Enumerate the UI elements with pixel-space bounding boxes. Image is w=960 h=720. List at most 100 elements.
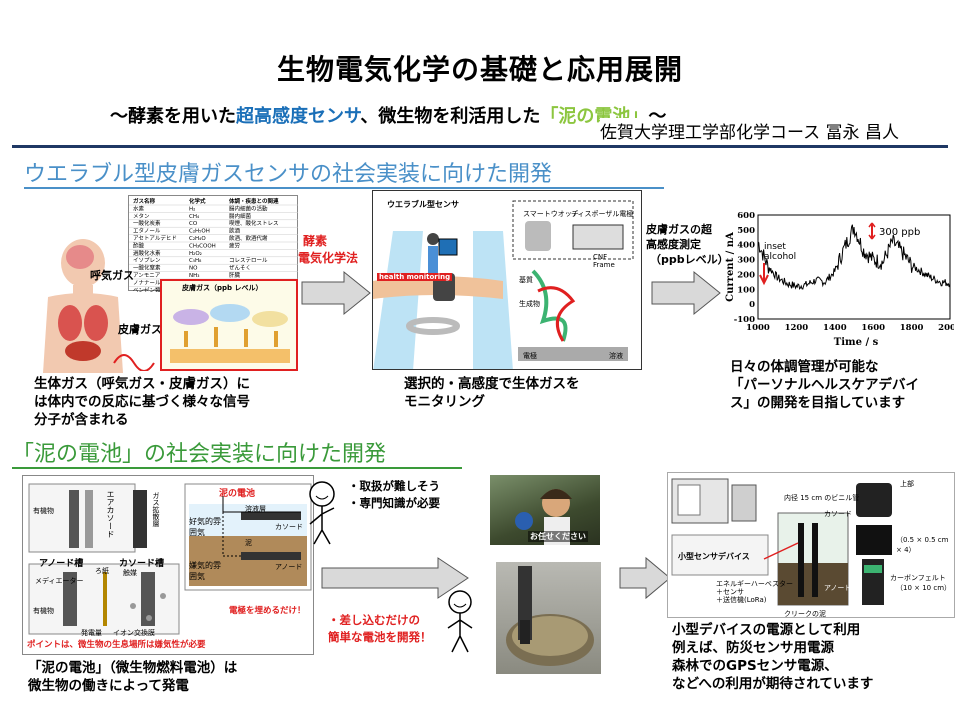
- gas-table-cell: 過酸化水素: [133, 249, 161, 257]
- section2-caption-left: 「泥の電池」（微生物燃料電池）は 微生物の働きによって発電: [28, 659, 318, 695]
- flow-arrow-right-icon: [321, 557, 469, 599]
- subtitle-pre: ～酵素を用いた: [110, 106, 236, 127]
- anode-device-label: アノード: [824, 584, 852, 592]
- wearable-title: ウエラブル型センサ: [387, 200, 459, 209]
- gas-table-cell: ぜんそく: [229, 265, 251, 272]
- solution-layer-label: 溶液層: [245, 505, 266, 513]
- bury-electrode-label: 電極を埋めるだけ！: [229, 606, 306, 616]
- measurement-label: 皮膚ガスの超 高感度測定 （ppbレベル）: [646, 222, 729, 267]
- gas-table-cell: 一酸化窒素: [133, 264, 161, 272]
- mud-battery-figure: エアカソード ガス拡散層 有機物 アノード槽 カソード槽 メディエーター ろ紙 …: [22, 475, 314, 655]
- disposable-electrode-label: ディスポーザル電極: [571, 210, 634, 218]
- anode-tank-label: アノード槽: [39, 559, 84, 569]
- author-label: 佐賀大学理工学部化学コース 冨永 昌人: [600, 118, 899, 143]
- caption-line: 「パーソナルヘルスケアデバイ: [730, 377, 919, 393]
- gas-table-cell: 飲酒、飲酒代謝: [229, 234, 268, 242]
- tv-caption: お任せください: [528, 531, 588, 542]
- gas-table-cell: H₂O₂: [189, 251, 202, 257]
- health-monitoring-label: health monitoring: [377, 273, 453, 281]
- substrate-label: 基質: [519, 276, 533, 284]
- gas-table-cell: メタン: [133, 212, 150, 220]
- cnf-label: CNF: [593, 253, 608, 261]
- cathode-label: カソード: [275, 523, 303, 531]
- caption-line: モニタリング: [404, 394, 485, 410]
- wearable-illustration: [373, 200, 634, 369]
- current-time-chart: 100012001400160018002000-100010020030040…: [725, 211, 954, 347]
- human-body-illustration: [43, 239, 123, 373]
- alcohol-arrow-icon: [759, 263, 769, 286]
- gas-table-cell: 体調・疾患との関連: [229, 197, 279, 205]
- gas-table-cell: 喫煙、酸化ストレス: [229, 219, 279, 227]
- filter-label: ろ紙: [95, 567, 109, 575]
- solution-label: 溶液: [609, 352, 623, 360]
- organic-label-top: 有機物: [33, 507, 54, 515]
- air-cathode-label: エアカソード: [106, 490, 115, 538]
- chart-ytick-label: 400: [737, 241, 755, 251]
- chart-ytick-label: 200: [737, 270, 755, 280]
- bottle-label: 内径 15 cm のビニル管: [784, 494, 860, 502]
- caption-line: ス」の開発を目指しています: [730, 395, 906, 411]
- electrochem-method-label: 電気化学法: [298, 251, 359, 265]
- chart-ytick-label: -100: [734, 315, 755, 325]
- caption-line: 「泥の電池」（微生物燃料電池）は: [28, 660, 238, 676]
- top-part-label: 上部: [900, 480, 914, 488]
- cathode-tank-label: カソード槽: [119, 559, 165, 569]
- gas-table-cell: CH₄: [189, 214, 200, 220]
- chart-xtick-label: 2000: [938, 323, 954, 333]
- small-device-label: 小型センサデバイス: [678, 552, 750, 561]
- chart-annotation-inset: inset: [764, 242, 786, 252]
- gas-table-cell: 一酸化炭素: [133, 219, 161, 227]
- skin-gas-ppb-label: 皮膚ガス（ppb レベル）: [182, 284, 263, 292]
- mud-battery-label: 泥の電池: [219, 489, 256, 499]
- header-divider: [12, 145, 948, 148]
- gas-table-cell: ノナナール: [133, 279, 161, 286]
- measure-line: （ppbレベル）: [650, 253, 729, 266]
- subtitle-highlight-sensor: 超高感度センサ: [236, 106, 361, 127]
- ion-membrane-label: イオン交換膜: [113, 629, 155, 637]
- gas-table-cell: イソプレン: [133, 257, 161, 264]
- gas-table-cell: CH₃COOH: [189, 243, 216, 249]
- section1-heading: ウエラブル型皮膚ガスセンサの社会実装に向けた開発: [24, 162, 553, 187]
- sensor-device-figure: 小型センサデバイス エネルギーハーベスター ＋センサ ＋送信機(LoRa) 内径…: [667, 472, 955, 618]
- anode-label: アノード: [275, 563, 303, 571]
- measure-line: 皮膚ガスの超: [646, 223, 712, 236]
- product-label: 生成物: [519, 300, 540, 308]
- gas-table-cell: 飲酒: [229, 227, 241, 235]
- skin-gas-wave-icon: [113, 354, 155, 371]
- happy-person-icon: [447, 590, 473, 653]
- gas-table-cell: C₅H₈: [189, 258, 202, 264]
- subtitle-mid: 、微生物を利活用した: [360, 106, 541, 127]
- note-line: ・差し込むだけの: [328, 613, 420, 627]
- caption-line: 例えば、防災センサ用電源: [672, 640, 834, 656]
- gas-table-cell: C₂H₅OH: [189, 229, 210, 235]
- organic-label-bottom: 有機物: [33, 607, 54, 615]
- mediator-label: メディエーター: [35, 577, 84, 585]
- section1-caption-left: 生体ガス（呼気ガス・皮膚ガス）に は体内での反応に基づく様々な信号 分子が含まれ…: [34, 375, 304, 429]
- gas-table-cell: NO: [189, 266, 198, 272]
- size-label-1: （0.5 × 0.5 cm × 4）: [896, 536, 949, 554]
- chart-ytick-label: 300: [737, 256, 755, 266]
- page-title: 生物電気化学の基礎と応用展開: [276, 53, 683, 86]
- gas-table-cell: H₂: [189, 206, 195, 212]
- gas-table-cell: 化学式: [189, 197, 206, 205]
- power-label: 発電量: [81, 629, 102, 637]
- anaerobic-label: 嫌気的雰囲気: [189, 561, 221, 581]
- point-note: ポイントは、微生物の生息場所は嫌気性が必要: [27, 640, 206, 650]
- creek-mud-label: クリークの泥: [784, 610, 826, 618]
- page-subtitle: ～酵素を用いた超高感度センサ、微生物を利活用した「泥の電池」～: [110, 102, 666, 128]
- frame-label: Frame: [593, 261, 615, 269]
- chart-annotation-alcohol: alcohol: [764, 252, 796, 262]
- section1-caption-right: 日々の体調管理が可能な 「パーソナルヘルスケアデバイ ス」の開発を目指しています: [730, 358, 955, 412]
- measure-line: 高感度測定: [646, 238, 701, 251]
- gas-diffusion-label: ガス拡散層: [152, 492, 160, 527]
- chart-xtick-label: 1600: [861, 323, 885, 333]
- chart-xtick-label: 1000: [746, 323, 770, 333]
- gas-table-cell: 腸内細菌: [229, 212, 252, 220]
- transmitter-label: ＋送信機(LoRa): [716, 596, 767, 604]
- smartwatch-label: スマートウオッチ: [523, 210, 579, 218]
- section1-caption-middle: 選択的・高感度で生体ガスを モニタリング: [404, 375, 644, 411]
- gas-table-cell: NH₃: [189, 273, 199, 279]
- section2-underline: [12, 467, 462, 469]
- gas-table-cell: C₂H₄O: [189, 236, 206, 242]
